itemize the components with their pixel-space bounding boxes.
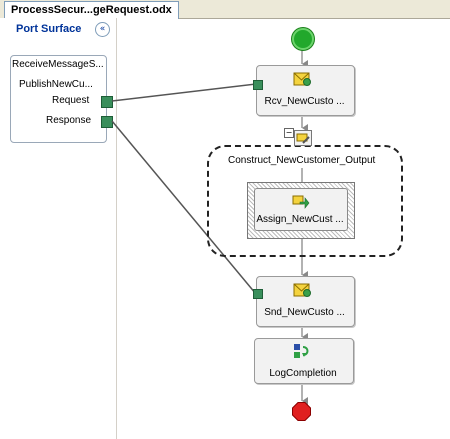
construct-message-label: Construct_NewCustomer_Output [228,155,376,166]
expression-shape[interactable] [254,338,354,384]
response-connector [111,120,257,295]
port-message-request[interactable]: Request [52,95,90,106]
construct-message-icon [294,130,312,146]
send-shape-port-handle[interactable] [253,289,263,299]
receive-shape-label: Rcv_NewCusto ... [264,96,345,107]
start-circle-icon[interactable] [292,28,314,50]
expression-icon [294,344,309,358]
message-assignment-icon [292,195,310,209]
collapse-panel-button[interactable]: « [95,22,110,37]
end-octagon-icon[interactable] [292,402,311,421]
port-surface-title: Port Surface [16,23,82,35]
document-tab[interactable]: ProcessSecur...geRequest.odx [4,1,179,19]
send-envelope-icon [293,283,311,297]
receive-envelope-icon [293,72,311,86]
receive-shape-port-handle[interactable] [253,80,263,90]
send-shape-label: Snd_NewCusto ... [264,307,345,318]
message-assignment-shape[interactable] [254,188,348,231]
request-port-handle[interactable] [101,96,113,108]
port-message-response[interactable]: Response [46,115,92,126]
collapse-construct-button[interactable]: − [284,128,294,138]
port-operation-label: PublishNewCu... [19,79,93,90]
expression-shape-label: LogCompletion [269,368,337,379]
request-connector [111,83,257,102]
message-assignment-label: Assign_NewCust ... [256,214,344,225]
construct-message-scope[interactable] [207,145,403,257]
